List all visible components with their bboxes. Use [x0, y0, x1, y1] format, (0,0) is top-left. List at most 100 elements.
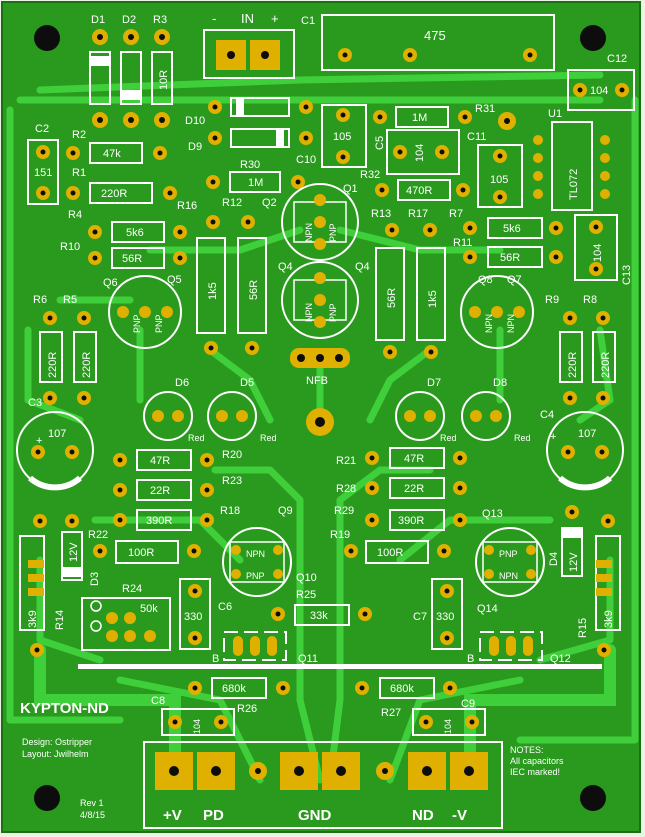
capacitor-c9: C9 104: [412, 698, 486, 736]
capacitor-c13: 104 C13: [574, 214, 633, 285]
output-via: [306, 408, 334, 436]
transistor-pair-q4: Q4 Q4 NPN PNP: [278, 261, 370, 339]
notes-heading: NOTES:: [510, 745, 544, 755]
capacitor-c12: C12 104: [567, 53, 635, 111]
transistor-pair-q9-q10: Q9 NPN PNP Q10: [222, 505, 317, 597]
label-c3: C3: [28, 397, 42, 409]
label-r6: R6: [33, 294, 47, 306]
capacitor-c11: C11 105: [467, 112, 523, 208]
value-r8: 220R: [600, 352, 612, 378]
label-r2: R2: [72, 129, 86, 141]
label-r17: R17: [408, 208, 428, 220]
value-r3: 10R: [158, 70, 170, 90]
mark-q9-npn: NPN: [246, 549, 265, 559]
resistor-r32: R32 470R: [360, 169, 470, 201]
nfb-label: NFB: [306, 375, 328, 387]
transistor-pair-q5-q6: Q6 Q5 PNP PNP: [103, 274, 182, 349]
label-c12: C12: [607, 53, 627, 65]
resistor-r25: R25 33k: [271, 589, 372, 626]
resistor-r23: 22R R23: [113, 475, 242, 501]
label-q11: Q11: [298, 653, 318, 665]
label-q9: Q9: [278, 505, 293, 517]
label-d3: D3: [89, 572, 101, 586]
resistor-r1: R1 220R: [66, 167, 177, 204]
label-c2: C2: [35, 123, 49, 135]
resistor-r26: 680k R26: [188, 677, 290, 715]
transistor-pair-q13-q14: Q13 PNP NPN Q14: [475, 508, 545, 615]
label-r27: R27: [381, 707, 401, 719]
label-r5: R5: [63, 294, 77, 306]
label-d10: D10: [185, 115, 205, 127]
resistor-r31: 1M R31: [373, 103, 495, 128]
capacitor-c2: C2 151: [27, 123, 59, 205]
value-c10: 105: [333, 131, 351, 143]
led-d5: D5 Red: [207, 377, 277, 443]
mark-q1-pnp: PNP: [328, 223, 338, 242]
resistor-r27: 680k R27: [355, 677, 457, 719]
label-r31: R31: [475, 103, 495, 115]
value-c1: 475: [424, 28, 446, 43]
label-q4-right: Q4: [355, 261, 370, 273]
input-header[interactable]: - IN +: [203, 11, 295, 79]
label-r15: R15: [577, 618, 589, 638]
copper-traces: [6, 71, 639, 784]
mark-q10-pnp: PNP: [246, 571, 265, 581]
resistor-r9: 220R: [559, 311, 583, 405]
nfb-header[interactable]: NFB: [290, 348, 350, 387]
label-q13: Q13: [482, 508, 503, 520]
label-r25: R25: [296, 589, 316, 601]
label-d6: D6: [175, 377, 189, 389]
label-d7: D7: [427, 377, 441, 389]
transistor-q12: B Q12: [467, 631, 571, 665]
label-c6: C6: [218, 601, 232, 613]
label-d8: D8: [493, 377, 507, 389]
value-r15: 3k9: [603, 610, 615, 628]
capacitor-c3: C3 + 107: [16, 397, 94, 491]
label-q10: Q10: [296, 572, 317, 584]
label-r10: R10: [60, 241, 80, 253]
value-r2: 47k: [103, 148, 121, 160]
terminal-pd: PD: [203, 807, 224, 824]
value-c2: 151: [34, 167, 52, 179]
resistor-r29: R29 390R: [334, 505, 467, 531]
ic-u1: U1 TL072: [533, 108, 610, 211]
value-c3: 107: [48, 428, 66, 440]
value-r29: 390R: [398, 515, 424, 527]
label-q4-left: Q4: [278, 261, 293, 273]
label-d4: D4: [548, 552, 560, 566]
label-r29: R29: [334, 505, 354, 517]
resistor-r4: R4 5k6: [68, 209, 187, 243]
revision-date: 4/8/15: [80, 810, 105, 820]
terminal-v-neg: -V: [452, 807, 467, 824]
label-r21: R21: [336, 455, 356, 467]
label-r3: R3: [153, 14, 167, 26]
power-terminal-block[interactable]: +V PD GND ND -V: [143, 741, 503, 829]
value-c6: 330: [184, 611, 202, 623]
mark-q5-pnp: PNP: [154, 314, 164, 333]
mark-d5-red: Red: [260, 433, 277, 443]
diode-d10: D10: [185, 97, 313, 127]
value-c11: 105: [490, 174, 508, 186]
value-r12: 56R: [248, 280, 260, 300]
resistor-r20: 47R R20: [113, 449, 242, 471]
input-minus-mark: -: [212, 11, 216, 26]
value-r28: 22R: [404, 483, 424, 495]
resistor-r18: 390R R18: [113, 505, 240, 531]
mark-q4-pnp: PNP: [328, 303, 338, 322]
value-d3: 12V: [68, 542, 80, 562]
value-r26: 680k: [222, 683, 246, 695]
transistor-q11: B Q11: [212, 631, 318, 665]
value-r20: 47R: [150, 455, 170, 467]
capacitor-c4: C4 + 107: [540, 409, 624, 491]
design-credit: Design: Ostripper: [22, 737, 92, 747]
led-d7: D7 Red: [395, 377, 457, 443]
trimpot-r24[interactable]: R24 50k: [81, 583, 171, 651]
resistor-r8: R8 220R: [583, 294, 616, 405]
label-r20: R20: [222, 449, 242, 461]
value-r17: 1k5: [427, 290, 439, 308]
resistor-r15: 3k9 R15: [577, 535, 621, 657]
heatsink-outline: [78, 664, 602, 669]
mounting-hole-top-right: [580, 25, 606, 51]
resistor-r14: 3k9 R14: [19, 535, 66, 657]
label-r9: R9: [545, 294, 559, 306]
